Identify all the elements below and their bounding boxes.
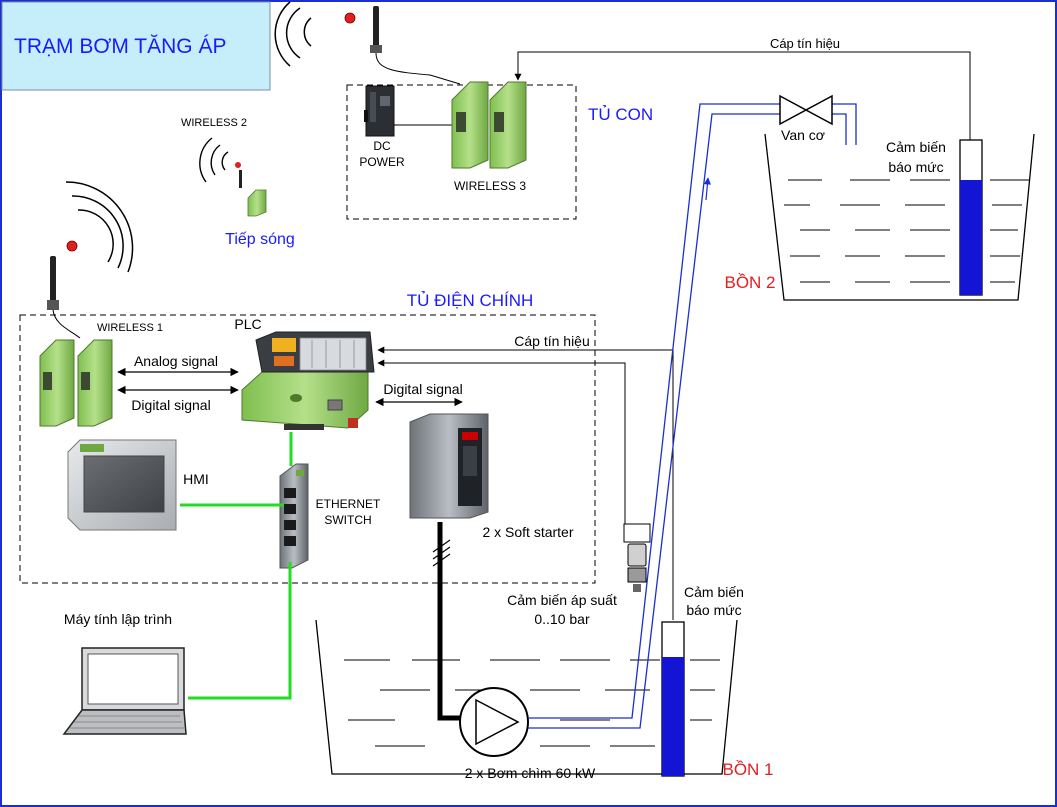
level-sensor-tank2-icon — [959, 139, 983, 296]
antenna-wireless3-icon — [274, 1, 461, 85]
plc-label: PLC — [234, 316, 261, 332]
level-sensor-tank2-label-2: báo mức — [888, 159, 943, 175]
dc-power-icon — [364, 85, 395, 137]
soft-starter-label: 2 x Soft starter — [482, 524, 573, 540]
level-sensor-tank1-label-1: Cảm biến — [684, 584, 744, 600]
laptop-icon — [62, 647, 187, 735]
wireless1-label: WIRELESS 1 — [97, 322, 163, 334]
hmi-label: HMI — [183, 471, 209, 487]
wireless3-module-icon — [451, 81, 527, 169]
wireless1-module-icon — [39, 339, 113, 427]
top-signal-cable — [514, 51, 971, 140]
dc-power-label-1: DC — [373, 139, 391, 153]
antenna-wireless1-icon — [47, 181, 134, 339]
sub-cabinet-label: TỦ CON — [588, 105, 653, 124]
main-signal-cable-label: Cáp tín hiệu — [514, 333, 590, 349]
pump-power-cable — [432, 522, 462, 721]
hmi-icon — [67, 439, 177, 531]
page-title: TRẠM BƠM TĂNG ÁP — [14, 35, 226, 58]
tank1 — [315, 619, 738, 775]
level-sensor-tank1-label-2: báo mức — [686, 602, 741, 618]
pump-label: 2 x Bơm chìm 60 kW — [465, 765, 596, 781]
soft-starter-icon — [409, 413, 489, 519]
ethernet-label-2: SWITCH — [324, 513, 371, 527]
ethernet-cables — [180, 432, 293, 700]
sub-cabinet-border — [346, 84, 577, 220]
pump-icon — [459, 687, 529, 757]
plc-icon — [241, 331, 375, 430]
title-box: TRẠM BƠM TĂNG ÁP — [1, 1, 271, 91]
pressure-sensor-label-2: 0..10 bar — [534, 611, 590, 627]
discharge-pipe — [528, 103, 857, 729]
valve-label: Van cơ — [781, 127, 825, 143]
level-sensor-tank2-label-1: Cảm biến — [886, 139, 946, 155]
pressure-sensor-icon — [623, 523, 651, 592]
repeater-icon — [199, 137, 267, 217]
wireless2-label: WIRELESS 2 — [181, 117, 247, 129]
ethernet-label-1: ETHERNET — [316, 497, 381, 511]
valve-icon — [779, 94, 833, 126]
digital-signal-label: Digital signal — [131, 397, 210, 413]
top-signal-cable-label: Cáp tín hiệu — [770, 36, 840, 51]
plc-digital-label: Digital signal — [383, 381, 462, 397]
tank2 — [764, 133, 1035, 301]
tank1-label: BỒN 1 — [722, 760, 773, 779]
level-sensor-tank1-icon — [661, 621, 685, 777]
repeater-label: Tiếp sóng — [225, 231, 295, 248]
tank2-label: BỒN 2 — [724, 273, 775, 292]
laptop-label: Máy tính lập trình — [64, 611, 172, 627]
analog-signal-label: Analog signal — [134, 353, 218, 369]
main-cabinet-label: TỦ ĐIỆN CHÍNH — [407, 291, 534, 310]
wireless3-label: WIRELESS 3 — [454, 179, 526, 193]
ethernet-switch-icon — [279, 463, 309, 569]
pressure-sensor-label-1: Cảm biến áp suất — [507, 592, 617, 608]
dc-power-label-2: POWER — [359, 155, 405, 169]
main-cabinet-border — [19, 314, 596, 584]
